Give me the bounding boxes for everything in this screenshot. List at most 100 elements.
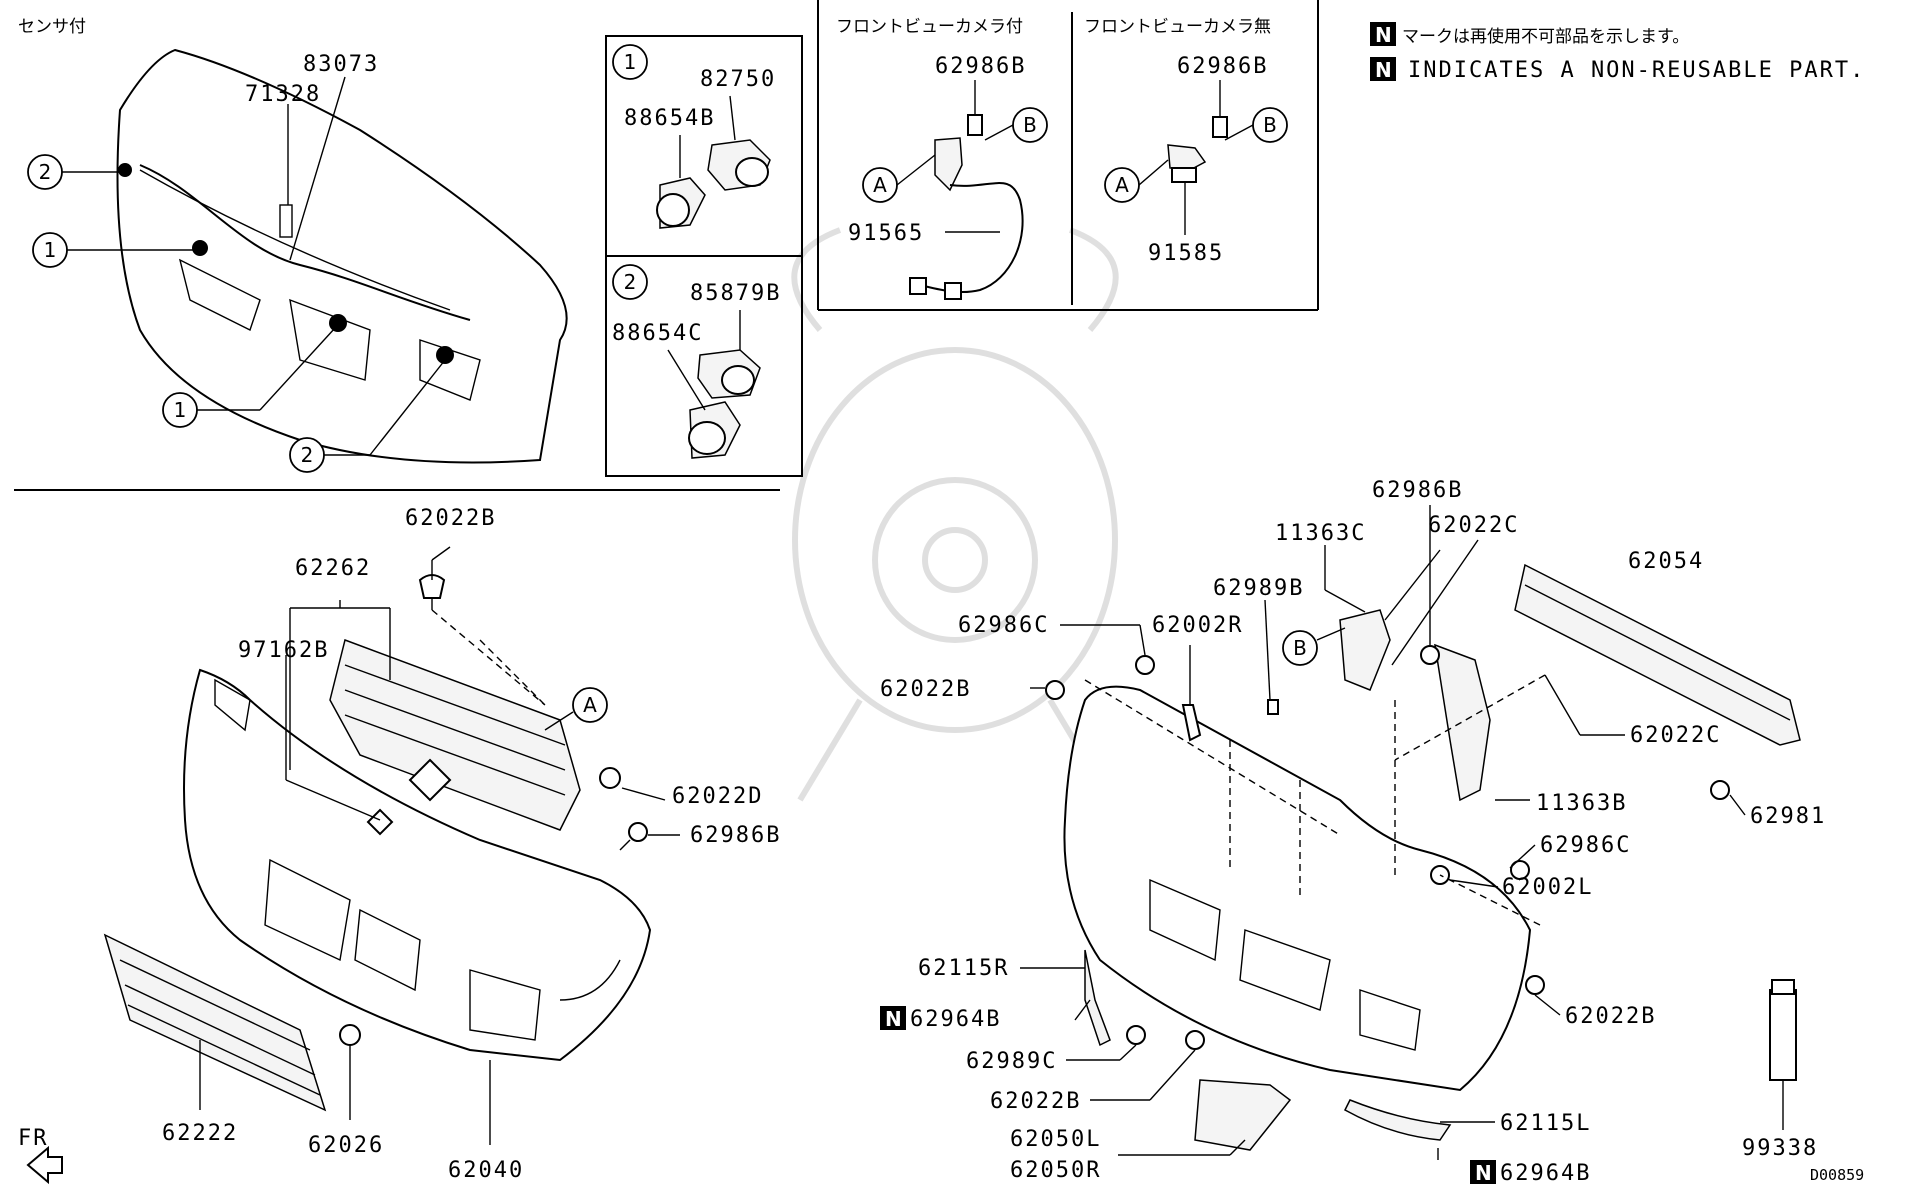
callout-B: B <box>984 107 1048 143</box>
sensor-82750-illustration <box>707 95 771 191</box>
part-82750: 82750 <box>700 67 776 92</box>
legend: N マークは再使用不可部品を示します。 N INDICATES A NON-RE… <box>1370 22 1865 83</box>
reinforcement-62054-illustration <box>1514 563 1801 746</box>
part-62115R: 62115R <box>918 956 1009 981</box>
front-direction-arrow-icon: FR <box>18 1126 63 1185</box>
part-88654C: 88654C <box>612 321 703 346</box>
part-62262: 62262 <box>295 556 371 581</box>
svg-text:1: 1 <box>624 50 637 74</box>
part-62002R: 62002R <box>1152 613 1243 638</box>
svg-text:2: 2 <box>39 160 52 184</box>
svg-text:N: N <box>1375 58 1392 82</box>
grille-62262-illustration <box>329 639 581 831</box>
part-62054: 62054 <box>1628 549 1704 574</box>
part-62989C: 62989C <box>966 1049 1057 1074</box>
part-62050L: 62050L <box>1010 1127 1101 1152</box>
part-91565: 91565 <box>848 221 924 246</box>
lower-grille-62222-illustration <box>103 933 327 1112</box>
callout-B: B <box>1282 627 1346 666</box>
bracket-11363C-illustration <box>1339 609 1391 691</box>
front-bumper-62040-illustration <box>183 668 652 1062</box>
section-title-camera-with: フロントビューカメラ付 <box>836 17 1023 37</box>
part-62964B-left: 62964B <box>910 1007 1001 1032</box>
svg-text:N: N <box>1475 1161 1492 1185</box>
svg-text:A: A <box>583 693 597 717</box>
part-62022B-right-bottom: 62022B <box>990 1089 1081 1114</box>
clip-62022D-illustration <box>599 767 621 789</box>
camera-harness-illustration <box>909 80 1024 300</box>
part-62022D: 62022D <box>672 784 763 809</box>
svg-text:2: 2 <box>624 270 637 294</box>
part-62022C-top: 62022C <box>1428 513 1519 538</box>
part-11363C: 11363C <box>1275 521 1366 546</box>
svg-text:1: 1 <box>174 398 187 422</box>
bezel-88654B-illustration <box>656 135 706 229</box>
part-62022B-left-top: 62022B <box>405 506 496 531</box>
callout-2: 2 <box>612 264 648 300</box>
callout-1: 1 <box>32 232 195 268</box>
callout-A: A <box>544 687 608 731</box>
part-62040: 62040 <box>448 1158 524 1183</box>
part-99338: 99338 <box>1742 1136 1818 1161</box>
part-62986B-nocamera: 62986B <box>1177 54 1268 79</box>
part-62986C-top: 62986C <box>958 613 1049 638</box>
cap-62026-illustration <box>339 1024 361 1046</box>
part-62002L: 62002L <box>1502 875 1593 900</box>
part-62022C-right: 62022C <box>1630 723 1721 748</box>
part-91585: 91585 <box>1148 241 1224 266</box>
bracket-11363B-illustration <box>1434 643 1491 802</box>
legend-en-text: INDICATES A NON-REUSABLE PART. <box>1408 58 1865 83</box>
sensor-85879B-illustration <box>697 310 761 399</box>
svg-text:A: A <box>1115 173 1129 197</box>
svg-text:B: B <box>1293 636 1307 660</box>
svg-text:B: B <box>1263 113 1277 137</box>
part-62050R: 62050R <box>1010 1158 1101 1183</box>
section-title-sensor: センサ付 <box>18 17 86 37</box>
fog-cover-62050-illustration <box>1194 1079 1292 1151</box>
part-62986C-mid: 62986C <box>1540 833 1631 858</box>
part-83073: 83073 <box>303 52 379 77</box>
part-62986B-camera: 62986B <box>935 54 1026 79</box>
trim-62115L-illustration <box>1344 1099 1452 1141</box>
camera-cover-illustration <box>1167 80 1228 235</box>
callout-2: 2 <box>289 359 446 473</box>
part-62026: 62026 <box>308 1133 384 1158</box>
part-71328: 71328 <box>245 82 321 107</box>
callout-1: 1 <box>612 44 648 80</box>
section-title-camera-without: フロントビューカメラ無 <box>1084 17 1271 37</box>
touch-up-paint-99338-illustration <box>1769 979 1797 1081</box>
part-62986B-left: 62986B <box>690 823 781 848</box>
svg-text:N: N <box>1375 23 1392 47</box>
legend-jp-text: マークは再使用不可部品を示します。 <box>1402 26 1689 47</box>
callout-A: A <box>862 154 936 203</box>
svg-text:A: A <box>873 173 887 197</box>
part-97162B: 97162B <box>238 638 329 663</box>
part-62022B-right-left: 62022B <box>880 677 971 702</box>
svg-text:N: N <box>885 1007 902 1031</box>
non-reusable-badge: N <box>880 1006 906 1031</box>
clip-62022B-illustration <box>418 574 446 610</box>
non-reusable-badge: N <box>1470 1160 1496 1185</box>
diagram-code: D00859 <box>1810 1166 1864 1184</box>
part-62981: 62981 <box>1750 804 1826 829</box>
callout-2: 2 <box>27 154 122 190</box>
svg-text:FR: FR <box>18 1126 49 1151</box>
part-62986B-right: 62986B <box>1372 478 1463 503</box>
callout-B: B <box>1224 107 1288 143</box>
front-bumper-right-illustration <box>1063 685 1532 1092</box>
part-85879B: 85879B <box>690 281 781 306</box>
watermark-logo <box>791 227 1119 802</box>
part-62222: 62222 <box>162 1121 238 1146</box>
part-62989B: 62989B <box>1213 576 1304 601</box>
part-11363B: 11363B <box>1536 791 1627 816</box>
non-reusable-badge: N <box>1370 57 1396 82</box>
part-62964B-bottom: 62964B <box>1500 1161 1591 1186</box>
bezel-88654C-illustration <box>667 349 741 459</box>
part-88654B: 88654B <box>624 106 715 131</box>
leader-lines-right <box>1020 505 1784 1160</box>
part-62115L: 62115L <box>1500 1111 1591 1136</box>
section-frames <box>14 0 1319 491</box>
svg-text:1: 1 <box>44 238 57 262</box>
